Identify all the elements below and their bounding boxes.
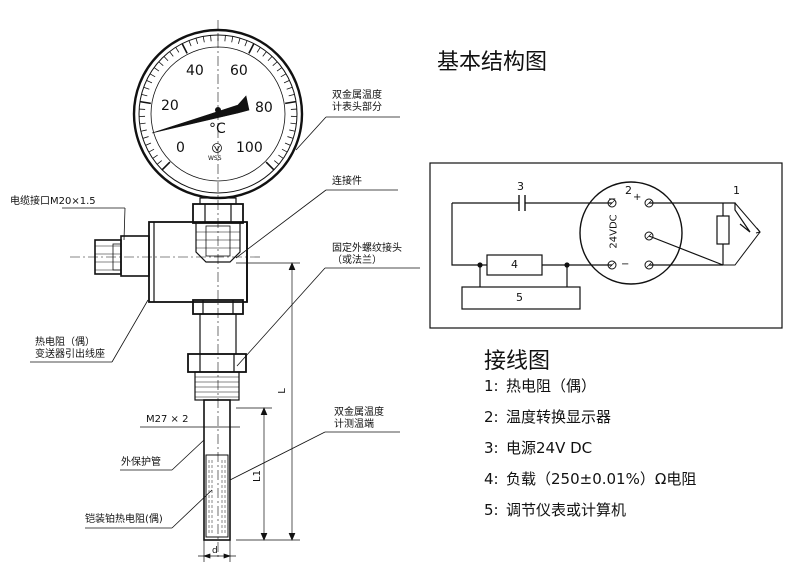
- gauge-tick-mark: [286, 86, 293, 90]
- gauge-tick-mark: [156, 160, 163, 165]
- gauge-tick-label-0: 0: [176, 140, 185, 156]
- legend-item: 3:电源24V DC: [484, 439, 593, 457]
- wiring-minus-sign-lower: −: [621, 259, 630, 270]
- legend-item: 4:负载（250±0.01%）Ω电阻: [484, 470, 697, 488]
- gauge-tick-mark: [146, 80, 153, 84]
- gauge-tick-mark: [289, 129, 296, 132]
- structure-title: 基本结构图: [437, 50, 548, 75]
- gauge-tick-mark: [244, 40, 248, 47]
- gauge-tick-mark: [195, 38, 199, 45]
- dimension-lines: [140, 262, 300, 562]
- instrument-box: [461, 286, 581, 310]
- wiring-box-5: 5: [516, 291, 523, 304]
- dimension-L: L: [276, 388, 288, 394]
- gauge-tick-mark: [267, 56, 273, 62]
- wiring-plus-sign: +: [633, 192, 642, 203]
- gauge-tick-mark: [153, 67, 160, 72]
- gauge-tick-mark: [140, 129, 147, 132]
- gauge-tick-label-40: 40: [186, 63, 204, 79]
- gauge-tick-mark: [237, 38, 241, 45]
- legend-item: 2:温度转换显示器: [484, 408, 612, 426]
- gauge-tick-mark: [141, 93, 148, 97]
- gauge-tick-mark: [284, 142, 291, 146]
- gauge-tick-mark: [148, 148, 155, 153]
- wiring-supply: 24VDC: [608, 214, 620, 249]
- gauge-tick-mark: [142, 136, 149, 139]
- dimension-L1: L1: [251, 470, 263, 482]
- callout-fixed-thread: 固定外螺纹接头（或法兰）: [332, 243, 402, 266]
- legend-item: 5:调节仪表或计算机: [484, 501, 627, 519]
- gauge-tick-mark: [143, 86, 150, 90]
- gauge-tick-mark: [139, 100, 151, 105]
- gauge-tick-mark: [158, 61, 164, 67]
- gauge-tick-mark: [273, 160, 280, 165]
- gauge-tick-mark: [210, 35, 212, 42]
- gauge-tick-mark: [280, 73, 287, 78]
- sheath-tube: [203, 399, 231, 541]
- gauge-tick-mark: [149, 73, 156, 78]
- gauge-unit: °C: [209, 121, 226, 137]
- dimension-d: d: [212, 546, 218, 556]
- gauge-tick-mark: [288, 93, 295, 97]
- callout-transmitter: 热电阻（偶）变送器引出线座: [35, 337, 105, 360]
- gauge-tick-mark: [276, 67, 283, 72]
- gauge-tick-label-80: 80: [255, 100, 273, 116]
- gauge-tick-mark: [181, 43, 188, 54]
- sensor-resistor: [716, 215, 730, 245]
- gauge-tick-mark: [256, 47, 261, 53]
- legend-item: 1:热电阻（偶）: [484, 377, 597, 395]
- gauge-tick-mark: [145, 142, 152, 146]
- gauge-tick-mark: [163, 56, 169, 62]
- wiring-node-2: 2: [625, 184, 632, 197]
- gauge-tick-mark: [283, 80, 290, 84]
- leader-lines: [30, 116, 420, 529]
- wiring-legend: 1:热电阻（偶） 2:温度转换显示器 3:电源24V DC 4:负载（250±0…: [484, 376, 696, 531]
- gauge-tick-label-20: 20: [161, 98, 179, 114]
- wiring-node-1: 1: [733, 184, 740, 197]
- wiring-frame: [429, 162, 783, 329]
- gauge-tick-mark: [231, 36, 234, 43]
- gauge-tick-mark: [285, 100, 297, 105]
- gauge-tick-label-100: 100: [236, 140, 263, 156]
- wiring-node-3: 3: [517, 180, 524, 193]
- gauge-tick-mark: [287, 136, 294, 139]
- display-unit: [579, 181, 683, 285]
- gauge-tick-mark: [278, 154, 284, 159]
- gauge-tick-mark: [248, 43, 255, 54]
- wiring-title: 接线图: [484, 349, 551, 374]
- callout-armored-rtd: 铠装铂热电阻(偶): [85, 514, 163, 525]
- gauge-tick-label-60: 60: [230, 63, 248, 79]
- wiring-box-4: 4: [511, 258, 518, 271]
- wiring-diagram: [429, 162, 783, 329]
- gauge-tick-mark: [272, 61, 278, 67]
- gauge-tick-mark: [139, 122, 146, 125]
- gauge-tick-mark: [202, 36, 205, 43]
- gauge-brand: WSS: [208, 155, 222, 162]
- connector-body: [94, 197, 248, 303]
- callout-bimetal-sensing: 双金属温度计测温端: [334, 407, 384, 430]
- gauge-tick-mark: [290, 122, 297, 125]
- gauge-tick-mark: [281, 148, 288, 153]
- gauge-tick-mark: [262, 51, 267, 57]
- callout-connector: 连接件: [332, 176, 362, 187]
- gauge-tick-mark: [169, 51, 174, 57]
- brand-logo-icon: [212, 143, 222, 153]
- gauge-tick-mark: [188, 40, 192, 47]
- callout-cable-port: 电缆接口M20×1.5: [10, 196, 96, 207]
- gauge-tick-mark: [161, 161, 171, 171]
- callout-sheath: 外保护管: [121, 457, 161, 468]
- fixed-thread-fitting: [187, 299, 247, 401]
- gauge-tick-marks: [139, 35, 297, 171]
- gauge-tick-mark: [175, 47, 180, 53]
- gauge-tick-mark: [265, 161, 275, 171]
- callout-bimetal-head: 双金属温度计表头部分: [332, 90, 382, 113]
- gauge-tick-mark: [152, 154, 158, 159]
- wiring-minus-sign: −: [608, 194, 617, 205]
- gauge-tick-mark: [224, 35, 226, 42]
- callout-thread-size: M27 × 2: [146, 414, 189, 425]
- gauge-needle: [151, 95, 250, 134]
